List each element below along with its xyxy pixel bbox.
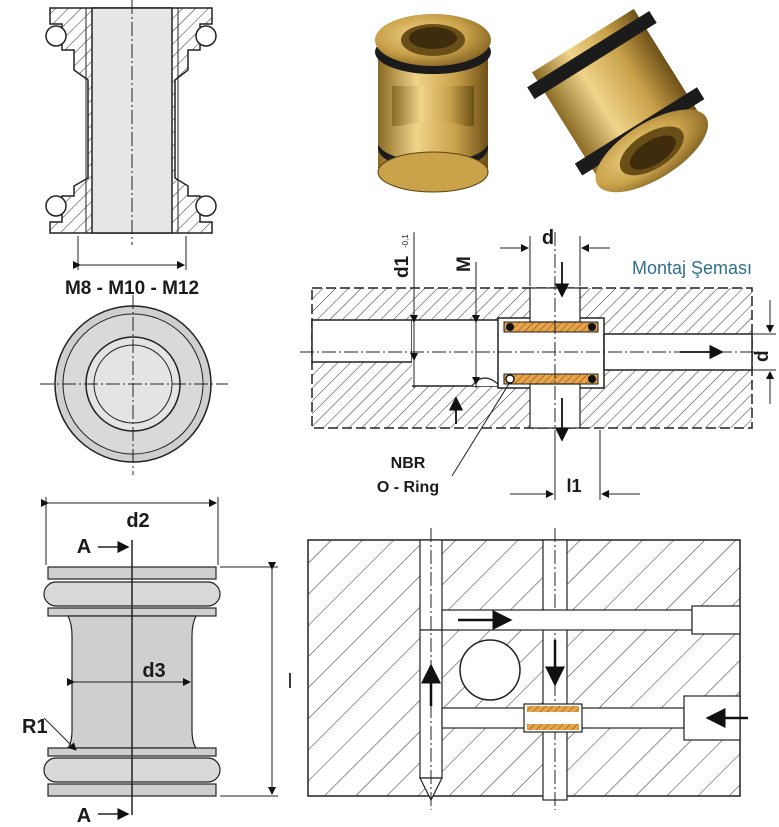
section-a-bottom-label: A	[77, 805, 91, 827]
d3-label: d3	[142, 660, 165, 682]
bushing-right	[527, 8, 709, 193]
section-view-top	[45, 0, 217, 270]
nbr-label: NBR	[391, 455, 426, 472]
product-photo	[375, 8, 709, 193]
top-view-circle	[40, 295, 228, 475]
side-view	[41, 497, 278, 820]
d1-tolerance: -0,1	[401, 234, 410, 248]
thread-sizes-label: M8 - M10 - M12	[65, 278, 199, 299]
d-top-label: d	[542, 227, 554, 249]
d-right-label: d	[752, 350, 773, 362]
r1-label: R1	[22, 716, 48, 738]
thread-m-label: M	[454, 256, 475, 272]
assembly-diagram	[300, 232, 776, 500]
section-a-top-label: A	[77, 536, 91, 558]
bushing-left	[375, 14, 491, 193]
oring-label: O - Ring	[377, 479, 439, 496]
d1-label: d1	[392, 255, 413, 278]
block-diagram	[307, 528, 748, 810]
d2-label: d2	[126, 510, 149, 532]
l1-label: l1	[566, 476, 581, 496]
length-l-label: l	[288, 671, 292, 693]
montaj-title: Montaj Şeması	[632, 258, 752, 278]
